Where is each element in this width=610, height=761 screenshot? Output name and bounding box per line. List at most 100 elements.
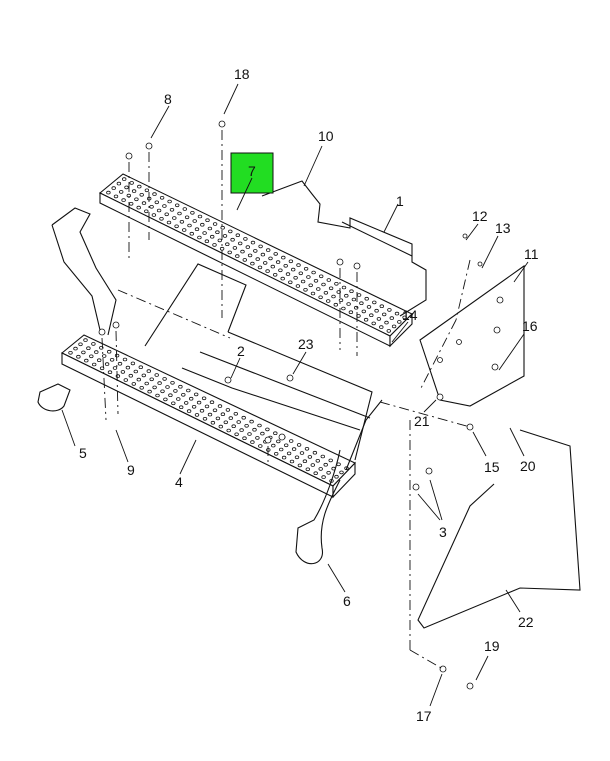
callout-20: 20 — [520, 458, 536, 474]
perforation-hole — [354, 305, 359, 310]
perforation-hole — [222, 234, 228, 238]
perforation-hole — [244, 423, 249, 428]
perforation-hole — [83, 338, 88, 342]
perforation-hole — [194, 413, 200, 417]
perforation-hole — [182, 207, 187, 211]
perforation-hole — [255, 436, 260, 440]
perforation-hole — [178, 405, 184, 410]
perforation-hole — [348, 310, 354, 315]
perforation-hole — [359, 301, 364, 306]
leader-lines — [61, 83, 529, 707]
perforation-hole — [312, 450, 318, 455]
callout-6: 6 — [343, 593, 351, 609]
perforation-hole — [276, 439, 281, 444]
perforation-hole — [160, 389, 165, 394]
perforation-hole — [197, 214, 203, 219]
perforation-hole — [299, 451, 305, 455]
callout-4: 4 — [175, 474, 183, 490]
perforation-hole — [321, 475, 326, 479]
perforation-hole — [133, 369, 138, 374]
perforation-hole — [192, 219, 197, 223]
perforation-hole — [226, 428, 231, 433]
perforation-hole — [223, 420, 228, 425]
perforation-hole — [199, 408, 205, 413]
perforation-hole — [111, 186, 116, 190]
perforation-hole — [138, 365, 143, 370]
perforation-hole — [136, 205, 141, 210]
perforation-hole — [313, 278, 319, 283]
perforation-hole — [172, 216, 177, 220]
perforation-hole — [320, 454, 325, 459]
perforation-hole — [76, 354, 81, 359]
perforation-hole — [307, 455, 313, 459]
perforation-hole — [236, 420, 241, 424]
perforation-hole — [258, 244, 263, 249]
perforation-hole — [257, 423, 262, 428]
perforation-hole — [402, 315, 407, 320]
perforation-hole — [81, 350, 86, 355]
perforation-hole — [289, 459, 295, 464]
perforation-hole — [173, 389, 178, 393]
perforation-hole — [234, 432, 239, 437]
perforation-hole — [154, 373, 159, 377]
perforation-hole — [291, 447, 297, 451]
perforation-hole — [260, 252, 266, 257]
perforation-hole — [212, 222, 218, 226]
callout-9: 9 — [127, 462, 135, 478]
perforation-hole — [225, 242, 230, 247]
perforation-hole — [288, 259, 294, 264]
perforation-hole — [245, 245, 250, 249]
perforation-hole — [144, 188, 150, 193]
perforation-hole — [146, 369, 151, 373]
perforation-hole — [152, 192, 157, 196]
perforation-hole — [326, 470, 331, 475]
perforation-hole — [319, 274, 324, 279]
perforation-hole — [265, 269, 270, 273]
perforation-hole — [316, 287, 321, 291]
perforation-hole — [176, 397, 181, 401]
perforation-hole — [73, 346, 78, 351]
perforation-hole — [84, 358, 89, 363]
perforation-hole — [284, 443, 289, 448]
perforation-hole — [341, 285, 347, 290]
perforation-hole — [334, 474, 339, 479]
perforation-hole — [331, 294, 336, 299]
perforation-hole — [109, 357, 115, 362]
perforation-hole — [298, 271, 303, 276]
perforation-hole — [139, 385, 144, 390]
callout-11: 11 — [524, 246, 539, 262]
right-hanger — [295, 399, 383, 565]
perforation-hole — [171, 401, 176, 406]
perforation-hole — [101, 354, 107, 358]
perforation-hole — [318, 467, 323, 471]
perforation-hole — [372, 300, 377, 305]
callout-19: 19 — [484, 638, 500, 654]
perforation-hole — [230, 237, 235, 242]
perforation-hole — [94, 350, 99, 354]
perforation-hole — [202, 231, 207, 235]
perforation-hole — [187, 223, 192, 228]
perforation-hole — [247, 253, 253, 258]
perforation-hole — [258, 444, 263, 448]
perforation-hole — [227, 250, 232, 255]
perforation-hole — [112, 366, 118, 370]
perforation-hole — [356, 293, 362, 297]
perforation-hole — [379, 304, 384, 309]
perforation-hole — [252, 427, 257, 432]
perforation-hole — [118, 190, 124, 194]
perforation-hole — [288, 280, 293, 285]
perforation-hole — [193, 392, 199, 397]
callout-22: 22 — [518, 614, 534, 630]
perforation-hole — [328, 458, 333, 463]
perforation-hole — [207, 412, 213, 417]
perforation-hole — [96, 358, 102, 363]
perforation-hole — [190, 211, 195, 215]
perforation-hole — [163, 397, 168, 402]
perforation-hole — [308, 283, 313, 288]
perforation-hole — [131, 382, 136, 386]
perforation-hole — [106, 349, 112, 354]
callout-12: 12 — [472, 208, 488, 224]
perforation-hole — [162, 377, 167, 381]
callout-10: 10 — [318, 128, 334, 144]
perforation-hole — [169, 208, 175, 212]
